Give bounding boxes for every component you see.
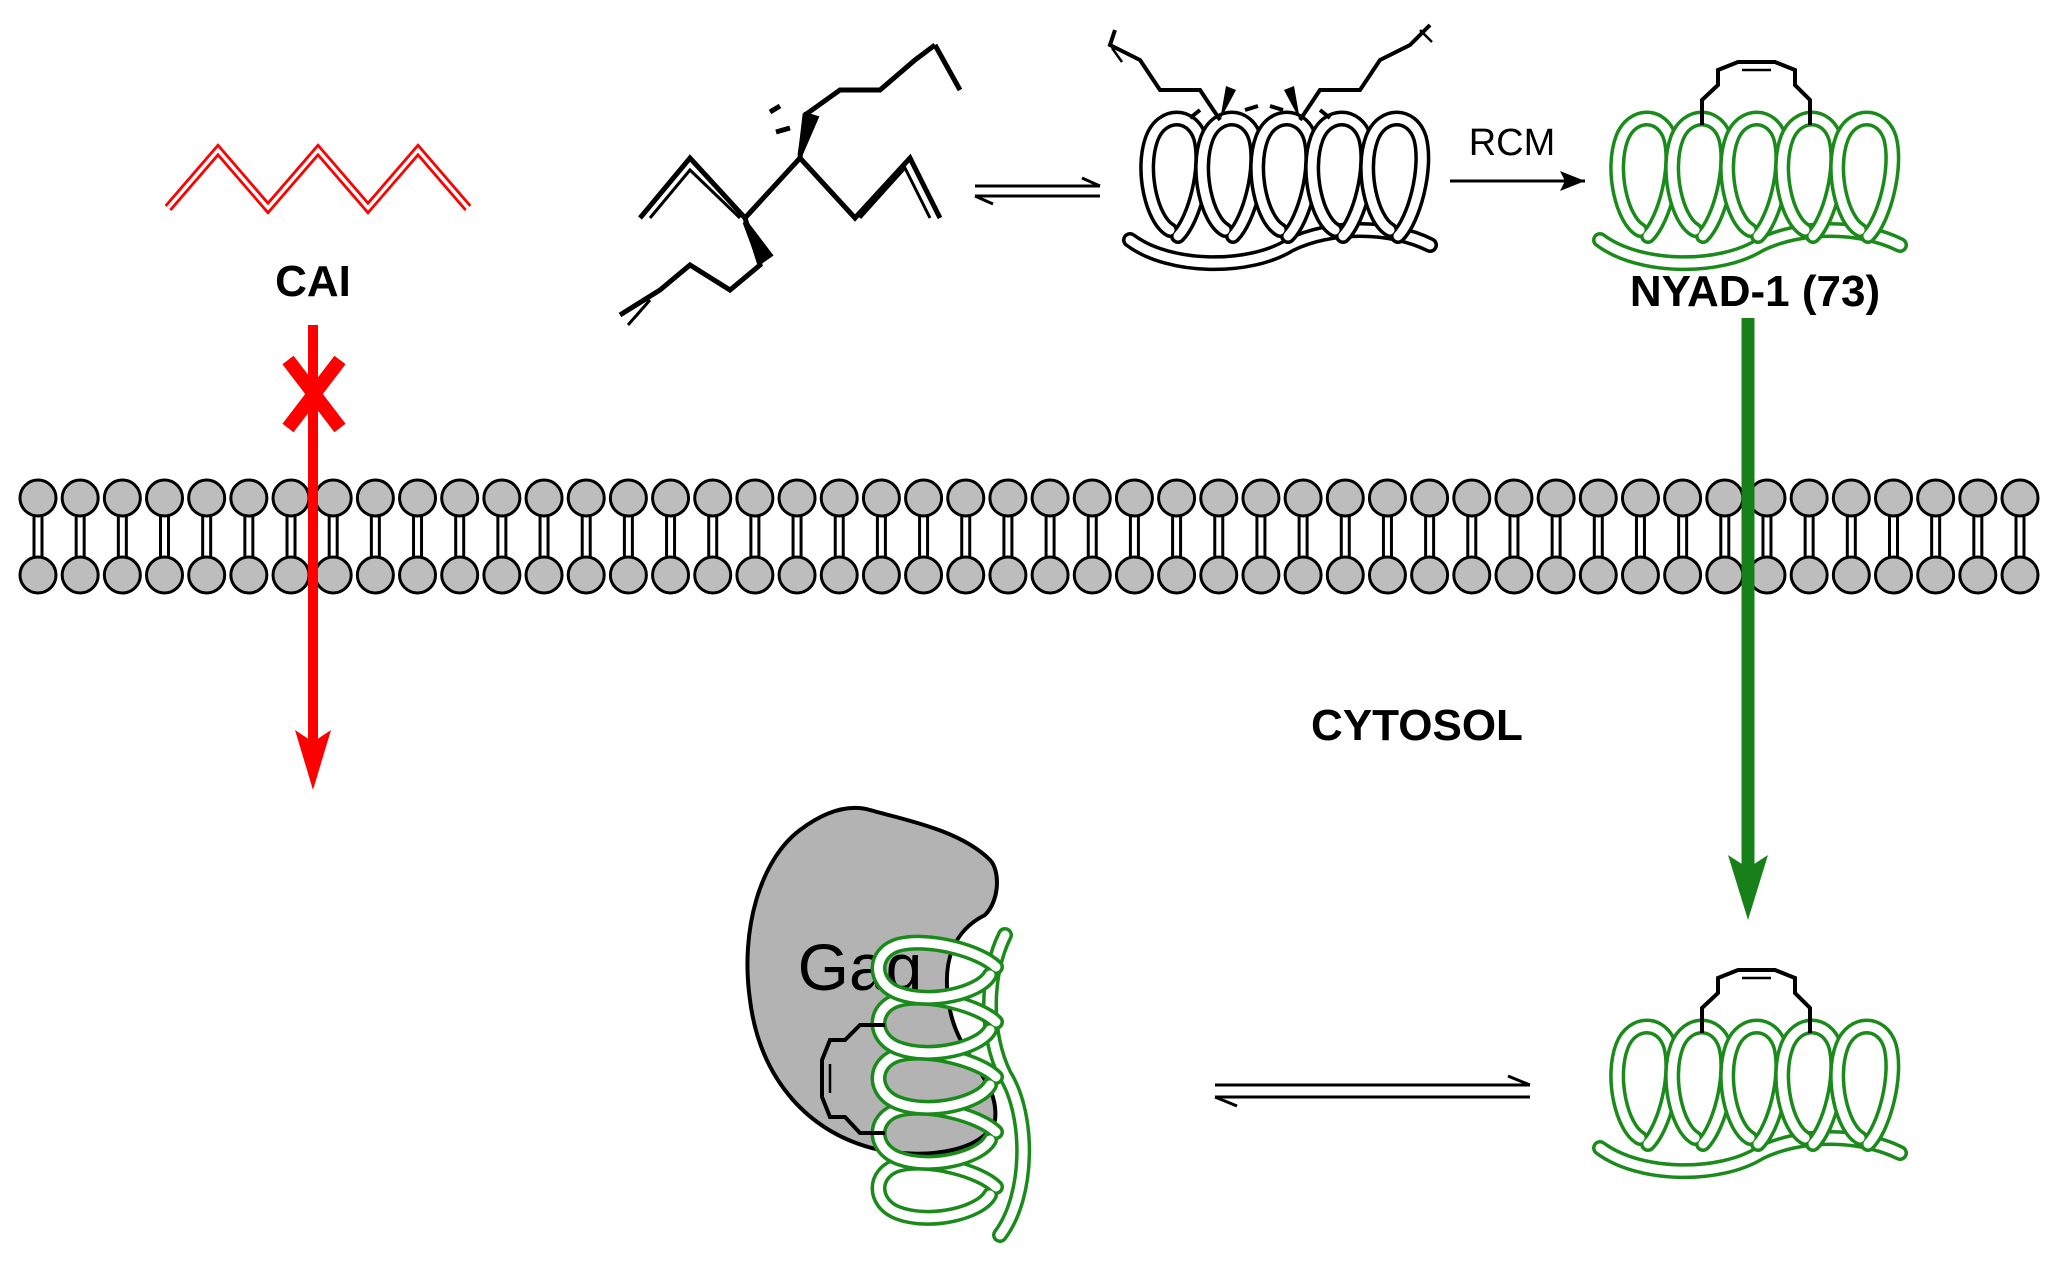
lipid xyxy=(1283,478,1323,595)
lipid xyxy=(398,478,438,595)
lipid xyxy=(313,478,353,595)
gag-bound-helix xyxy=(820,935,1023,1235)
nyad-permeation-arrow xyxy=(1728,318,1768,920)
lipid xyxy=(524,478,564,595)
lipid xyxy=(482,478,522,595)
lipid xyxy=(1536,478,1576,595)
lipid xyxy=(1578,478,1618,595)
lipid xyxy=(60,478,100,595)
lipid xyxy=(988,478,1028,595)
lipid xyxy=(1030,478,1070,595)
lipid xyxy=(1410,478,1450,595)
lipid xyxy=(1072,478,1112,595)
lipid xyxy=(861,478,901,595)
cai-label: CAI xyxy=(275,257,351,306)
rcm-arrow xyxy=(1450,171,1585,191)
lipid xyxy=(1663,478,1703,595)
cai-molecule xyxy=(164,143,472,215)
lipid xyxy=(1494,478,1534,595)
unstapled-helix xyxy=(1107,23,1432,263)
equilibrium-arrow-2 xyxy=(1214,1074,1531,1108)
lipid xyxy=(1831,478,1871,595)
cytosol-label: CYTOSOL xyxy=(1311,701,1523,750)
nyad-label: NYAD-1 (73) xyxy=(1630,267,1880,316)
lipid xyxy=(819,478,859,595)
lipid xyxy=(904,478,944,595)
lipid xyxy=(1747,478,1787,595)
lipid xyxy=(18,478,58,595)
lipid xyxy=(1916,478,1956,595)
lipid xyxy=(777,478,817,595)
lipid xyxy=(1958,478,1998,595)
lipid xyxy=(566,478,606,595)
lipid xyxy=(693,478,733,595)
lipid xyxy=(102,478,142,595)
lipid xyxy=(355,478,395,595)
lipid xyxy=(145,478,185,595)
equilibrium-arrow-1 xyxy=(974,176,1101,206)
rcm-label: RCM xyxy=(1469,122,1556,164)
lipid xyxy=(187,478,227,595)
lipid xyxy=(1114,478,1154,595)
lipid-bilayer-membrane xyxy=(18,478,2040,595)
lipid xyxy=(735,478,775,595)
lipid xyxy=(1157,478,1197,595)
nyad-helix-bottom xyxy=(1600,968,1900,1171)
lipid xyxy=(229,478,269,595)
lipid xyxy=(1620,478,1660,595)
lipid xyxy=(1241,478,1281,595)
nyad-helix-top xyxy=(1600,60,1900,263)
stapled-precursor-structure xyxy=(618,43,963,326)
lipid xyxy=(1705,478,1745,595)
lipid xyxy=(1873,478,1913,595)
lipid xyxy=(651,478,691,595)
lipid xyxy=(608,478,648,595)
lipid xyxy=(440,478,480,595)
lipid xyxy=(1789,478,1829,595)
lipid xyxy=(271,478,311,595)
lipid xyxy=(1199,478,1239,595)
block-x-icon xyxy=(282,355,346,433)
lipid xyxy=(2000,478,2040,595)
lipid xyxy=(1325,478,1365,595)
lipid xyxy=(946,478,986,595)
lipid xyxy=(1367,478,1407,595)
lipid xyxy=(1452,478,1492,595)
